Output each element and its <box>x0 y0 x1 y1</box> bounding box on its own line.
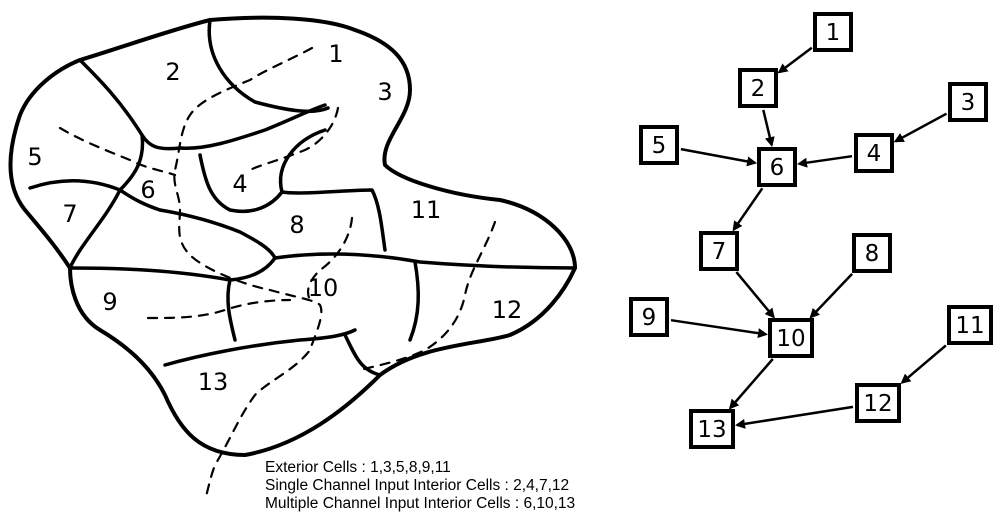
cell-labels: 1 2 3 4 5 6 7 8 9 10 11 12 13 <box>27 40 522 396</box>
legend-exterior: Exterior Cells : 1,3,5,8,9,11 <box>265 459 451 476</box>
flow-node-box-2 <box>738 68 778 108</box>
flow-node-box-5 <box>639 125 679 165</box>
flow-node-box-1 <box>813 12 853 52</box>
legend: Exterior Cells : 1,3,5,8,9,11 Single Cha… <box>265 459 575 512</box>
cell-label-6: 6 <box>140 176 155 204</box>
cell-label-9: 9 <box>102 288 117 316</box>
flow-arrow-1-to-2 <box>777 46 813 74</box>
flow-arrow-12-to-13 <box>735 405 854 429</box>
flow-node-box-12 <box>855 383 901 423</box>
cell-label-13: 13 <box>198 368 229 396</box>
flow-node-label-9: 9 <box>642 305 657 331</box>
flow-node-13: 13 <box>689 409 735 449</box>
flow-arrow-8-to-10 <box>809 273 854 319</box>
flow-node-5: 5 <box>639 125 679 165</box>
flow-arrow-9-to-10 <box>670 318 768 339</box>
flow-node-label-6: 6 <box>770 155 785 181</box>
flow-node-box-8 <box>852 233 892 273</box>
stream-channels <box>58 46 497 502</box>
flow-arrow-10-to-13 <box>728 358 774 410</box>
flow-node-label-10: 10 <box>776 326 805 352</box>
flow-node-6: 6 <box>757 147 797 187</box>
flow-node-label-4: 4 <box>867 141 882 167</box>
flow-node-label-11: 11 <box>955 313 984 339</box>
flow-node-11: 11 <box>947 305 993 345</box>
flow-node-box-10 <box>768 318 814 358</box>
cell-label-10: 10 <box>308 274 339 302</box>
flow-node-1: 1 <box>813 12 853 52</box>
flow-node-box-7 <box>699 231 739 271</box>
flow-arrow-3-to-4 <box>893 112 948 143</box>
flow-node-box-6 <box>757 147 797 187</box>
cell-label-1: 1 <box>328 40 343 68</box>
flow-node-3: 3 <box>948 82 988 122</box>
watershed-map: 1 2 3 4 5 6 7 8 9 10 11 12 13 <box>8 15 577 502</box>
flow-node-box-9 <box>629 297 669 337</box>
flow-node-label-7: 7 <box>712 239 727 265</box>
flow-node-label-1: 1 <box>826 20 841 46</box>
flow-node-10: 10 <box>768 318 814 358</box>
flow-arrow-2-to-6 <box>762 109 775 148</box>
flow-node-7: 7 <box>699 231 739 271</box>
flow-node-box-3 <box>948 82 988 122</box>
flow-node-label-8: 8 <box>865 241 880 267</box>
flow-node-box-11 <box>947 305 993 345</box>
flow-node-12: 12 <box>855 383 901 423</box>
flow-node-label-5: 5 <box>652 133 667 159</box>
flow-arrow-11-to-12 <box>900 344 947 384</box>
cell-boundaries <box>28 18 577 377</box>
cell-label-8: 8 <box>289 211 304 239</box>
flow-node-2: 2 <box>738 68 778 108</box>
legend-single: Single Channel Input Interior Cells : 2,… <box>265 477 569 494</box>
flow-arrow-7-to-10 <box>735 271 775 319</box>
cell-label-7: 7 <box>62 200 77 228</box>
cell-label-3: 3 <box>377 78 392 106</box>
legend-multiple: Multiple Channel Input Interior Cells : … <box>265 495 575 512</box>
flow-node-box-13 <box>689 409 735 449</box>
cell-label-11: 11 <box>411 196 442 224</box>
flow-node-label-2: 2 <box>751 76 766 102</box>
cell-label-4: 4 <box>232 170 247 198</box>
flow-node-label-12: 12 <box>863 391 892 417</box>
flow-arrow-5-to-6 <box>680 147 758 167</box>
flow-node-label-13: 13 <box>697 417 726 443</box>
cell-label-12: 12 <box>492 296 523 324</box>
cell-label-2: 2 <box>165 58 180 86</box>
flow-node-8: 8 <box>852 233 892 273</box>
flow-arrow-6-to-7 <box>732 187 764 232</box>
watershed-boundary <box>8 15 577 457</box>
flow-node-box-4 <box>854 133 894 173</box>
flow-edges <box>670 46 948 429</box>
flow-node-9: 9 <box>629 297 669 337</box>
flow-node-4: 4 <box>854 133 894 173</box>
cell-label-5: 5 <box>27 143 42 171</box>
flow-arrow-4-to-6 <box>797 154 853 168</box>
flow-node-label-3: 3 <box>961 90 976 116</box>
